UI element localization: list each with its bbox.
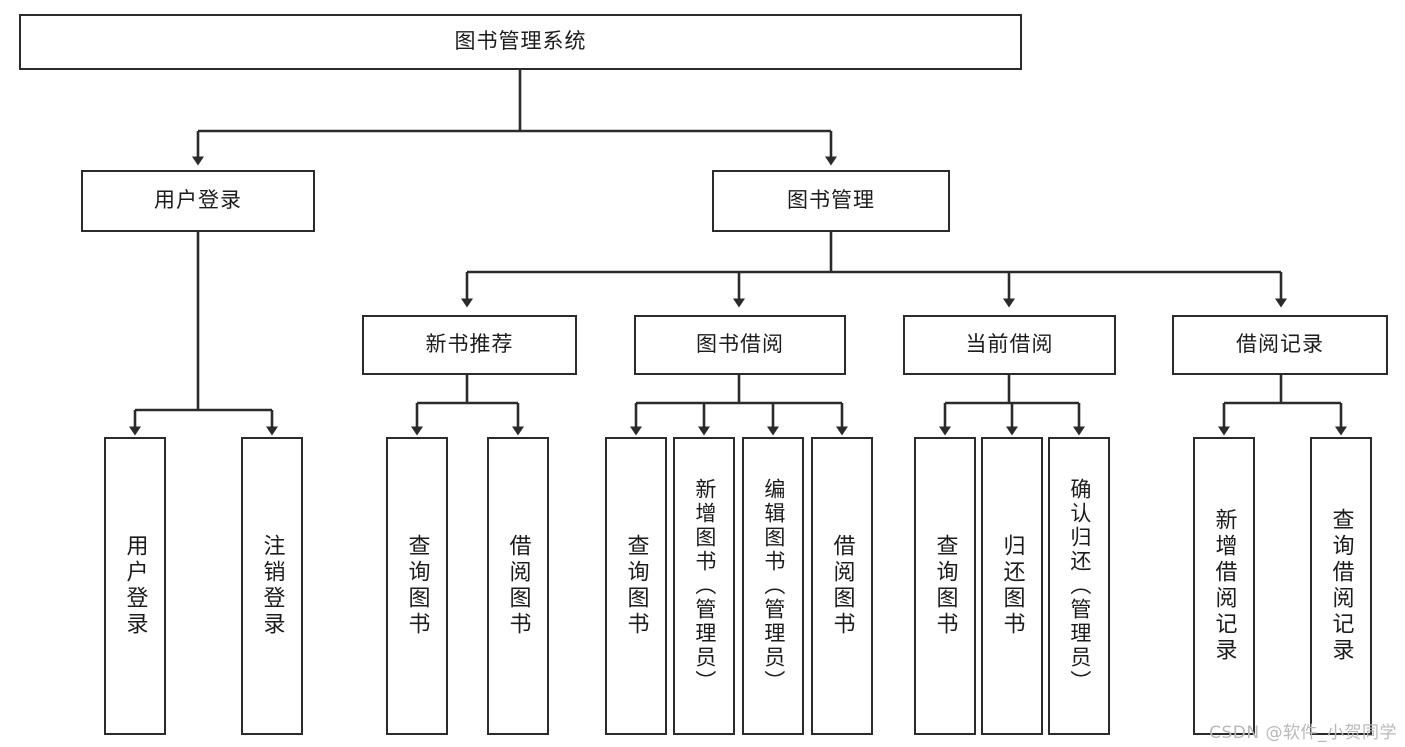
leaf-book-borrow-edit-book-admin[interactable]: 编辑图书（管理员） <box>742 437 804 735</box>
node-borrow-record[interactable]: 借阅记录 <box>1172 315 1388 375</box>
node-book-borrow[interactable]: 图书借阅 <box>634 315 846 375</box>
leaf-label: 新增图书（管理员） <box>692 478 717 694</box>
node-label: 图书管理系统 <box>454 29 587 54</box>
leaf-user-login-logout[interactable]: 注销登录 <box>241 437 303 735</box>
leaf-label: 查询图书 <box>932 534 958 638</box>
node-label: 新书推荐 <box>425 332 514 357</box>
node-label: 当前借阅 <box>965 332 1054 357</box>
leaf-new-book-query-book[interactable]: 查询图书 <box>386 437 448 735</box>
leaf-label: 借阅图书 <box>829 534 855 638</box>
leaf-label: 归还图书 <box>999 534 1025 638</box>
leaf-label: 确认归还（管理员） <box>1067 478 1092 694</box>
leaf-user-login-login[interactable]: 用户登录 <box>104 437 166 735</box>
node-label: 图书借阅 <box>696 332 784 357</box>
leaf-label: 用户登录 <box>122 534 148 638</box>
leaf-label: 注销登录 <box>259 534 285 638</box>
leaf-label: 查询图书 <box>404 534 430 638</box>
leaf-label: 借阅图书 <box>505 534 531 638</box>
node-book-management[interactable]: 图书管理 <box>712 170 950 232</box>
leaf-borrow-record-query-record[interactable]: 查询借阅记录 <box>1310 437 1372 735</box>
leaf-book-borrow-add-book-admin[interactable]: 新增图书（管理员） <box>673 437 735 735</box>
watermark-text: CSDN @软件_小贺同学 <box>1209 723 1397 743</box>
node-current-borrow[interactable]: 当前借阅 <box>903 315 1116 375</box>
node-root-book-management-system[interactable]: 图书管理系统 <box>19 14 1022 70</box>
leaf-current-borrow-query-book[interactable]: 查询图书 <box>914 437 976 735</box>
node-user-login[interactable]: 用户登录 <box>81 170 315 232</box>
leaf-current-borrow-return-book[interactable]: 归还图书 <box>981 437 1043 735</box>
node-new-book-recommend[interactable]: 新书推荐 <box>362 315 577 375</box>
node-label: 图书管理 <box>787 188 875 213</box>
node-label: 借阅记录 <box>1236 332 1324 357</box>
node-label: 用户登录 <box>154 188 242 213</box>
leaf-label: 查询图书 <box>623 534 649 638</box>
leaf-label: 编辑图书（管理员） <box>761 478 786 694</box>
leaf-book-borrow-borrow-book[interactable]: 借阅图书 <box>811 437 873 735</box>
leaf-borrow-record-add-record[interactable]: 新增借阅记录 <box>1193 437 1255 735</box>
leaf-book-borrow-query-book[interactable]: 查询图书 <box>605 437 667 735</box>
leaf-new-book-borrow-book[interactable]: 借阅图书 <box>487 437 549 735</box>
leaf-label: 查询借阅记录 <box>1328 508 1354 664</box>
leaf-current-borrow-confirm-return-admin[interactable]: 确认归还（管理员） <box>1048 437 1110 735</box>
leaf-label: 新增借阅记录 <box>1211 508 1237 664</box>
